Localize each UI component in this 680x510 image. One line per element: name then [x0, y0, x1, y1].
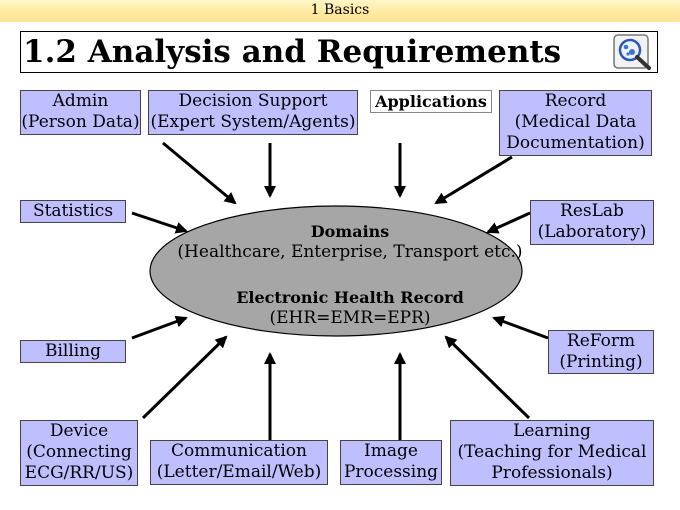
node-admin-line1: Admin	[52, 91, 109, 111]
node-device-line1: Device	[49, 421, 109, 441]
node-reform-line1: ReForm	[566, 331, 636, 351]
node-reslab-line2: (Laboratory)	[537, 222, 647, 242]
arrow-billing	[131, 315, 188, 340]
node-decision-support: Decision Support (Expert System/Agents)	[148, 90, 358, 135]
magnifier-icon[interactable]	[613, 34, 653, 70]
node-record-line1: Record	[544, 91, 607, 111]
slide-title: 1.2 Analysis and Requirements	[23, 34, 562, 70]
section-label: 1 Basics	[310, 2, 370, 18]
node-communication-line1: Communication	[171, 441, 307, 461]
node-decision-line2: (Expert System/Agents)	[150, 112, 356, 132]
node-learning: Learning (Teaching for Medical Professio…	[450, 420, 654, 486]
node-reslab: ResLab (Laboratory)	[530, 200, 654, 245]
node-learning-line3: Professionals)	[491, 463, 613, 483]
arrow-admin	[162, 141, 237, 205]
node-record-line3: Documentation)	[506, 133, 645, 153]
ehr-title: Electronic Health Record	[236, 288, 464, 307]
node-admin-line2: (Person Data)	[21, 112, 140, 132]
node-image-line2: Processing	[343, 462, 439, 482]
node-learning-line2: (Teaching for Medical	[457, 442, 647, 462]
node-learning-line1: Learning	[513, 421, 591, 441]
node-communication-line2: (Letter/Email/Web)	[156, 462, 322, 482]
node-statistics: Statistics	[20, 200, 126, 223]
node-image-processing: Image Processing	[340, 440, 442, 485]
ehr-ellipse	[149, 205, 523, 337]
slide-title-box: 1.2 Analysis and Requirements	[20, 31, 658, 73]
node-admin: Admin (Person Data)	[20, 90, 141, 135]
node-reform: ReForm (Printing)	[548, 330, 654, 374]
node-device: Device (Connecting ECG/RR/US)	[20, 420, 138, 486]
node-record: Record (Medical Data Documentation)	[499, 90, 652, 156]
node-statistics-label: Statistics	[32, 201, 114, 221]
domains-title: Domains	[310, 222, 390, 241]
node-device-line3: ECG/RR/US)	[24, 463, 134, 483]
section-header: 1 Basics	[0, 0, 680, 22]
node-decision-line1: Decision Support	[178, 91, 328, 111]
arrow-reslab	[486, 211, 531, 234]
arrow-reform	[492, 315, 549, 340]
domains-list: (Healthcare, Enterprise, Transport etc.)	[177, 242, 523, 262]
node-reform-line2: (Printing)	[559, 352, 643, 372]
arrow-statistics	[131, 211, 188, 234]
node-applications: Applications	[370, 90, 492, 113]
arrow-learning	[444, 335, 531, 420]
node-record-line2: (Medical Data	[514, 112, 637, 132]
arrow-device	[141, 335, 228, 420]
arrow-record	[434, 155, 513, 205]
node-device-line2: (Connecting	[26, 442, 132, 462]
node-billing: Billing	[20, 340, 126, 363]
ehr-abbreviations: (EHR=EMR=EPR)	[269, 308, 431, 328]
node-billing-label: Billing	[44, 341, 102, 361]
node-applications-label: Applications	[375, 92, 487, 111]
node-reslab-line1: ResLab	[560, 201, 624, 221]
node-communication: Communication (Letter/Email/Web)	[150, 440, 328, 485]
node-image-line1: Image	[364, 441, 418, 461]
